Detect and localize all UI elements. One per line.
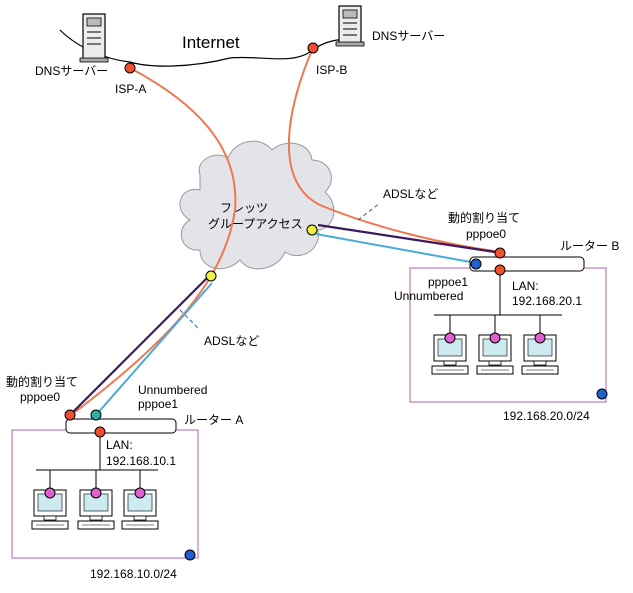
internet-label: Internet <box>182 33 240 52</box>
router-a-pppoe1-label: pppoe1 <box>138 397 178 411</box>
isp-b-label: ISP-B <box>316 63 347 77</box>
router-a-name: ルーター A <box>184 413 243 427</box>
router-a-lan-ip: 192.168.10.1 <box>106 454 176 468</box>
dns-server-a-icon <box>79 13 109 63</box>
router-b-pppoe1-port <box>470 258 482 270</box>
router-a-pppoe1-tunnel <box>95 282 213 416</box>
router-b-pc-2-icon-port <box>489 332 501 344</box>
cloud-label-line1: フレッツ <box>220 201 268 215</box>
router-a-lan-port <box>94 426 106 438</box>
router-b-name: ルーター B <box>560 239 619 253</box>
router-a-pppoe0-tunnel <box>69 274 211 416</box>
router-b-pppoe1-tunnel <box>315 233 477 264</box>
router-a-pc-3-icon-port <box>134 487 146 499</box>
router-a-unnumbered-label: Unnumbered <box>138 383 207 397</box>
router-a-dynamic-label: 動的割り当て <box>6 374 78 389</box>
adsl-lower-label: ADSLなど <box>204 334 259 348</box>
router-b-pc-2-icon <box>476 315 514 375</box>
router-b-dynamic-label: 動的割り当て <box>448 210 520 225</box>
router-a-body <box>65 418 177 434</box>
router-a-network-node <box>184 549 196 561</box>
router-b-body <box>469 256 585 272</box>
cloud-label-line2: グループアクセス <box>208 217 303 231</box>
router-b-pc-3-icon-port <box>534 332 546 344</box>
router-b-network-label: 192.168.20.0/24 <box>503 409 590 423</box>
cloud-node-a <box>205 270 217 282</box>
router-a-pc-2-icon-port <box>90 487 102 499</box>
isp-a-node <box>124 62 136 74</box>
router-b-network-node <box>596 388 608 400</box>
router-a-pppoe0-label: pppoe0 <box>20 390 60 404</box>
dns-server-a-label: DNSサーバー <box>35 64 108 78</box>
router-b-lan-ip: 192.168.20.1 <box>512 294 582 308</box>
router-b-pppoe0-port <box>494 247 506 259</box>
isp-a-label: ISP-A <box>115 82 146 96</box>
adsl-upper-leader <box>357 202 381 221</box>
router-a-pc-3-icon <box>121 470 159 530</box>
dns-server-b-icon <box>335 5 365 47</box>
router-b-lan-label: LAN: <box>512 279 539 293</box>
adsl-upper-label: ADSLなど <box>383 187 438 201</box>
isp-b-node <box>307 42 319 54</box>
isp-a-line <box>74 67 237 413</box>
router-a-lan-label: LAN: <box>106 438 133 452</box>
router-b-pppoe0-tunnel <box>317 223 496 254</box>
router-b-pc-3-icon <box>521 315 559 375</box>
router-b-lan-port <box>494 264 506 276</box>
cloud-node-b <box>306 224 318 236</box>
router-b-pppoe1-label: pppoe1 <box>428 275 468 289</box>
dns-server-b-label: DNSサーバー <box>372 29 445 43</box>
adsl-lower-leader <box>179 309 201 331</box>
router-b-pc-1-icon-port <box>444 332 456 344</box>
router-b-pppoe0-label: pppoe0 <box>466 227 506 241</box>
router-a-pppoe0-port <box>64 409 76 421</box>
router-a-pc-1-icon-port <box>44 487 56 499</box>
router-b-pc-1-icon <box>431 315 469 375</box>
router-a-network-label: 192.168.10.0/24 <box>90 567 177 581</box>
router-a-pc-1-icon <box>31 470 69 530</box>
isp-b-line <box>288 47 501 253</box>
router-a-pc-2-icon <box>77 470 115 530</box>
router-a-pppoe1-port <box>90 409 102 421</box>
router-b-unnumbered-label: Unnumbered <box>394 289 463 303</box>
